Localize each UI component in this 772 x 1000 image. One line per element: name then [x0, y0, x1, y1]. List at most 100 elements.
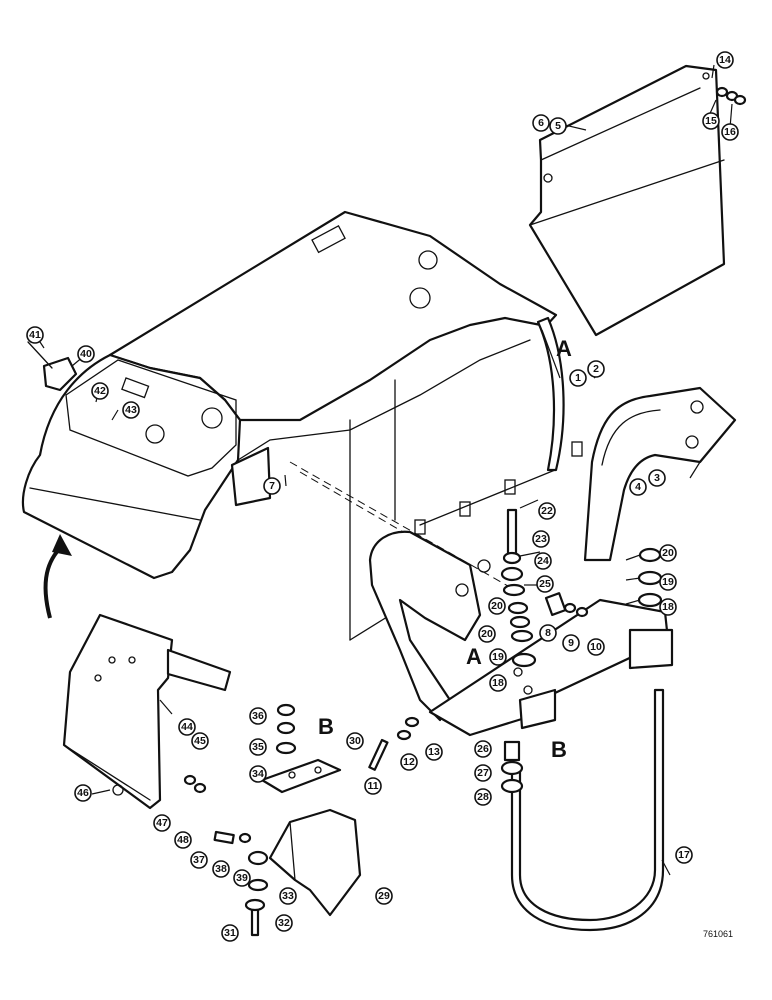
- svg-text:22: 22: [541, 505, 553, 517]
- callout-33: 33: [279, 887, 297, 905]
- svg-text:9: 9: [568, 637, 574, 649]
- callout-1: 1: [569, 369, 587, 387]
- callout-7: 7: [263, 477, 281, 495]
- callout-10: 10: [587, 638, 605, 656]
- svg-text:3: 3: [654, 472, 660, 484]
- callout-25: 25: [536, 575, 554, 593]
- svg-text:28: 28: [477, 791, 489, 803]
- callout-26: 26: [474, 740, 492, 758]
- side-panel: [528, 64, 726, 337]
- svg-text:8: 8: [545, 627, 551, 639]
- callout-11: 11: [364, 777, 382, 795]
- rotation-arrow: [43, 534, 72, 619]
- nut-stack-lower: [500, 740, 524, 794]
- svg-text:33: 33: [282, 890, 294, 902]
- svg-text:20: 20: [491, 600, 503, 612]
- callout-29: 29: [375, 887, 393, 905]
- svg-text:26: 26: [477, 743, 489, 755]
- svg-text:5: 5: [555, 120, 561, 132]
- svg-text:39: 39: [236, 872, 248, 884]
- svg-text:40: 40: [80, 348, 92, 360]
- callout-19-left: 19: [489, 648, 507, 666]
- bolt-group-lower: [368, 716, 420, 771]
- svg-text:15: 15: [705, 115, 717, 127]
- svg-text:19: 19: [492, 651, 504, 663]
- callout-17: 17: [675, 846, 693, 864]
- parts-artwork: [21, 64, 747, 937]
- alignment-line: [289, 461, 516, 591]
- callout-34: 34: [249, 765, 267, 783]
- callout-45: 45: [191, 732, 209, 750]
- svg-text:30: 30: [349, 735, 361, 747]
- svg-text:31: 31: [224, 927, 236, 939]
- svg-text:37: 37: [193, 854, 205, 866]
- callout-18-left: 18: [489, 674, 507, 692]
- callout-43: 43: [122, 401, 140, 419]
- callout-42: 42: [91, 382, 109, 400]
- callout-5: 5: [549, 117, 567, 135]
- svg-text:14: 14: [719, 54, 731, 66]
- small-bracket: [42, 356, 78, 392]
- callout-19-right: 19: [659, 573, 677, 591]
- svg-text:7: 7: [269, 480, 275, 492]
- callout-36: 36: [249, 707, 267, 725]
- svg-text:10: 10: [590, 641, 602, 653]
- svg-text:16: 16: [724, 126, 736, 138]
- reference-code: 761061: [703, 929, 733, 939]
- callout-40: 40: [77, 345, 95, 363]
- svg-text:11: 11: [367, 780, 378, 792]
- callout-3: 3: [648, 469, 666, 487]
- fender-hood: [21, 210, 583, 641]
- center-hardware-stack: [500, 508, 537, 668]
- svg-text:12: 12: [403, 756, 415, 768]
- callout-12: 12: [400, 753, 418, 771]
- svg-text:45: 45: [194, 735, 206, 747]
- small-fasteners: [544, 592, 589, 618]
- callout-28: 28: [474, 788, 492, 806]
- callout-32: 32: [275, 914, 293, 932]
- section-letters: A A B B: [318, 336, 572, 762]
- svg-text:20: 20: [481, 628, 493, 640]
- section-letter-b-left: B: [318, 714, 334, 739]
- svg-text:46: 46: [77, 787, 89, 799]
- inner-bracket: [230, 446, 272, 507]
- callout-48: 48: [174, 831, 192, 849]
- section-letter-a-upper: A: [556, 336, 572, 361]
- svg-text:6: 6: [538, 117, 544, 129]
- top-fasteners: [715, 86, 747, 106]
- svg-text:36: 36: [252, 710, 264, 722]
- svg-text:17: 17: [678, 849, 690, 861]
- svg-text:48: 48: [177, 834, 189, 846]
- svg-text:42: 42: [94, 385, 106, 397]
- callout-20-right: 20: [659, 544, 677, 562]
- svg-text:34: 34: [252, 768, 264, 780]
- callout-9: 9: [562, 634, 580, 652]
- svg-text:35: 35: [252, 741, 264, 753]
- callout-37: 37: [190, 851, 208, 869]
- svg-text:19: 19: [662, 576, 674, 588]
- svg-text:18: 18: [662, 601, 674, 613]
- svg-text:44: 44: [181, 721, 193, 733]
- right-hardware-stack: [637, 547, 663, 608]
- callout-38: 38: [212, 860, 230, 878]
- callout-13: 13: [425, 743, 443, 761]
- svg-text:24: 24: [537, 555, 549, 567]
- svg-text:4: 4: [635, 481, 641, 493]
- section-letter-b-right: B: [551, 737, 567, 762]
- alignment-line: [299, 471, 461, 566]
- callout-31: 31: [221, 924, 239, 942]
- callout-44: 44: [178, 718, 196, 736]
- svg-text:29: 29: [378, 890, 390, 902]
- svg-text:20: 20: [662, 547, 674, 559]
- svg-text:38: 38: [215, 863, 227, 875]
- callout-30: 30: [346, 732, 364, 750]
- mount-bracket: [260, 758, 362, 917]
- callout-6: 6: [532, 114, 550, 132]
- callout-24: 24: [534, 552, 552, 570]
- base-plate: [428, 598, 674, 737]
- svg-text:47: 47: [156, 817, 168, 829]
- callout-20-mid: 20: [488, 597, 506, 615]
- callout-8: 8: [539, 624, 557, 642]
- callout-14: 14: [716, 51, 734, 69]
